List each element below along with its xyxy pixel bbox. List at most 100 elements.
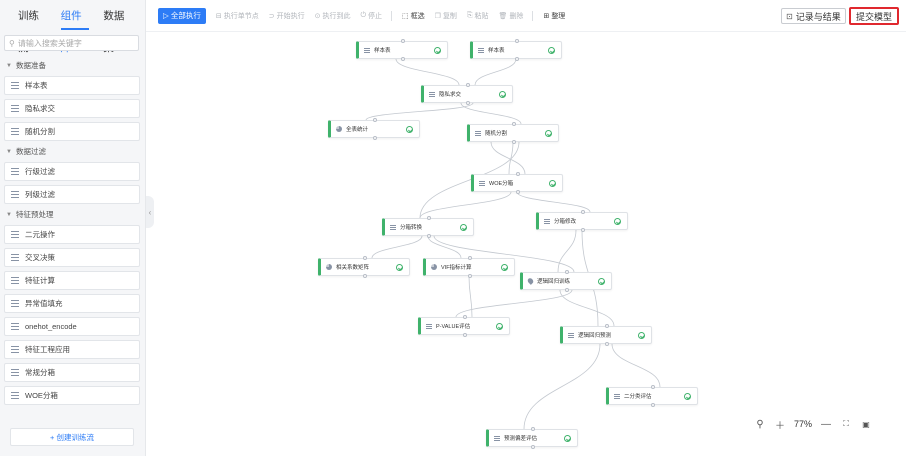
component-item[interactable]: 行级过滤 (4, 162, 140, 181)
toolbar-actions: ⊟执行单节点 ⊃开始执行 ⊙执行到此 ⏻停止 ⬚框选 ❐复制 ⎘粘贴 🗑︎删除 ⊞整理 (206, 10, 565, 21)
output-port[interactable] (531, 445, 535, 449)
input-port[interactable] (401, 39, 405, 43)
component-item[interactable]: 二元操作 (4, 225, 140, 244)
success-check-icon (614, 218, 621, 225)
flow-node[interactable]: 二分类评估 (606, 385, 698, 407)
flow-node[interactable]: 隐私求交 (421, 83, 513, 105)
input-port[interactable] (463, 315, 467, 319)
minimap-icon[interactable]: ▣ (862, 419, 870, 429)
flow-node[interactable]: 预测偏差评估 (486, 427, 578, 449)
input-port[interactable] (515, 39, 519, 43)
input-port[interactable] (651, 385, 655, 389)
table-icon (614, 393, 620, 399)
zoom-in-button[interactable]: ＋ (775, 420, 785, 432)
records-results-button[interactable]: ⊡ 记录与结果 (781, 8, 846, 24)
output-port[interactable] (427, 234, 431, 238)
flow-node[interactable]: VIF指标计算 (423, 256, 515, 278)
toolbar-button[interactable]: 🗑︎删除 (499, 11, 524, 21)
group-title[interactable]: ▼数据过滤 (4, 145, 140, 159)
component-item[interactable]: 列级过滤 (4, 185, 140, 204)
tab-dataset[interactable]: 数据集 (103, 10, 125, 54)
flow-node[interactable]: 分箱修改 (536, 210, 628, 232)
search-input[interactable] (17, 38, 128, 48)
toolbar-button-label: 复制 (442, 12, 457, 20)
flow-node[interactable]: WOE分箱 (471, 172, 563, 194)
input-port[interactable] (363, 256, 367, 260)
component-item[interactable]: 随机分割 (4, 122, 140, 141)
toolbar-button[interactable]: ⊙执行到此 (315, 11, 351, 21)
output-port[interactable] (565, 288, 569, 292)
group-title[interactable]: ▼数据准备 (4, 59, 140, 73)
flow-node[interactable]: 逻辑回归训练 (520, 270, 612, 292)
tab-training-flow[interactable]: 训练流 (18, 10, 39, 54)
input-port[interactable] (516, 172, 520, 176)
output-port[interactable] (651, 403, 655, 407)
flow-node[interactable]: 分箱转换 (382, 216, 474, 238)
flow-node[interactable]: 样本表 (356, 39, 448, 61)
input-port[interactable] (512, 122, 516, 126)
create-training-flow-button[interactable]: + 创建训练流 (10, 428, 134, 446)
toolbar-button[interactable]: ⊃开始执行 (269, 11, 305, 21)
toolbar: ▷ 全部执行 ⊟执行单节点 ⊃开始执行 ⊙执行到此 ⏻停止 ⬚框选 ❐复制 ⎘粘贴 🗑︎删除 ⊞… (146, 0, 906, 32)
flow-node[interactable]: 随机分割 (467, 122, 559, 144)
toolbar-button[interactable]: ❐复制 (435, 11, 457, 21)
component-item[interactable]: 异常值填充 (4, 294, 140, 313)
input-port[interactable] (466, 83, 470, 87)
output-port[interactable] (605, 342, 609, 346)
toolbar-button[interactable]: ⏻停止 (360, 11, 382, 21)
input-port[interactable] (565, 270, 569, 274)
success-check-icon (638, 332, 645, 339)
zoom-out-button[interactable]: — (821, 418, 831, 430)
paste-icon: ⎘ (466, 11, 473, 19)
output-port[interactable] (466, 101, 470, 105)
toolbar-button-label: 删除 (509, 12, 524, 20)
component-item[interactable]: 特征计算 (4, 271, 140, 290)
input-port[interactable] (531, 427, 535, 431)
output-port[interactable] (363, 274, 367, 278)
collapse-sidebar-handle[interactable]: ‹ (146, 196, 154, 228)
output-port[interactable] (463, 333, 467, 337)
zoom-search-icon[interactable]: ⚲ (756, 418, 764, 430)
run-all-button[interactable]: ▷ 全部执行 (158, 7, 206, 24)
toolbar-button[interactable]: ⎘粘贴 (467, 11, 489, 21)
output-port[interactable] (401, 57, 405, 61)
toolbar-button-label: 开始执行 (276, 12, 305, 20)
component-label: 行级过滤 (25, 167, 55, 176)
component-icon (11, 82, 19, 89)
flow-node-label: 分箱修改 (554, 219, 577, 225)
flow-node[interactable]: 样本表 (470, 39, 562, 61)
input-port[interactable] (605, 324, 609, 328)
flow-edge (559, 289, 615, 327)
output-port[interactable] (373, 136, 377, 140)
output-port[interactable] (512, 140, 516, 144)
input-port[interactable] (373, 118, 377, 122)
flow-node[interactable]: 逻辑回归预测 (560, 324, 652, 346)
toolbar-button[interactable]: ⊟执行单节点 (216, 11, 259, 21)
tab-component-library[interactable]: 组件库 (60, 0, 90, 54)
group-title[interactable]: ▼特征预处理 (4, 208, 140, 222)
input-port[interactable] (427, 216, 431, 220)
output-port[interactable] (515, 57, 519, 61)
flow-node[interactable]: 全表统计 (328, 118, 420, 140)
toolbar-button[interactable]: ⬚框选 (402, 11, 425, 21)
component-item[interactable]: 隐私求交 (4, 99, 140, 118)
input-port[interactable] (468, 256, 472, 260)
input-port[interactable] (581, 210, 585, 214)
component-item[interactable]: 特征工程应用 (4, 340, 140, 359)
caret-down-icon: ▼ (6, 212, 12, 218)
component-item[interactable]: WOE分箱 (4, 386, 140, 405)
component-item[interactable]: 样本表 (4, 76, 140, 95)
submit-model-button[interactable]: 提交模型 (849, 7, 900, 25)
output-port[interactable] (516, 190, 520, 194)
output-port[interactable] (581, 228, 585, 232)
component-item[interactable]: onehot_encode (4, 317, 140, 336)
flow-canvas[interactable]: 样本表样本表隐私求交全表统计 随机分割 WOE分箱分箱转换 分箱修改相关系数矩阵 VIF… (156, 33, 906, 456)
toolbar-button-label: 整理 (551, 12, 566, 20)
flow-node[interactable]: P-VALUE评估 (418, 315, 510, 337)
component-item[interactable]: 常规分箱 (4, 363, 140, 382)
component-item[interactable]: 交叉决策 (4, 248, 140, 267)
toolbar-button[interactable]: ⊞整理 (543, 11, 565, 21)
fit-view-icon[interactable]: ⛶ (843, 419, 849, 428)
flow-node[interactable]: 相关系数矩阵 (318, 256, 410, 278)
output-port[interactable] (468, 274, 472, 278)
